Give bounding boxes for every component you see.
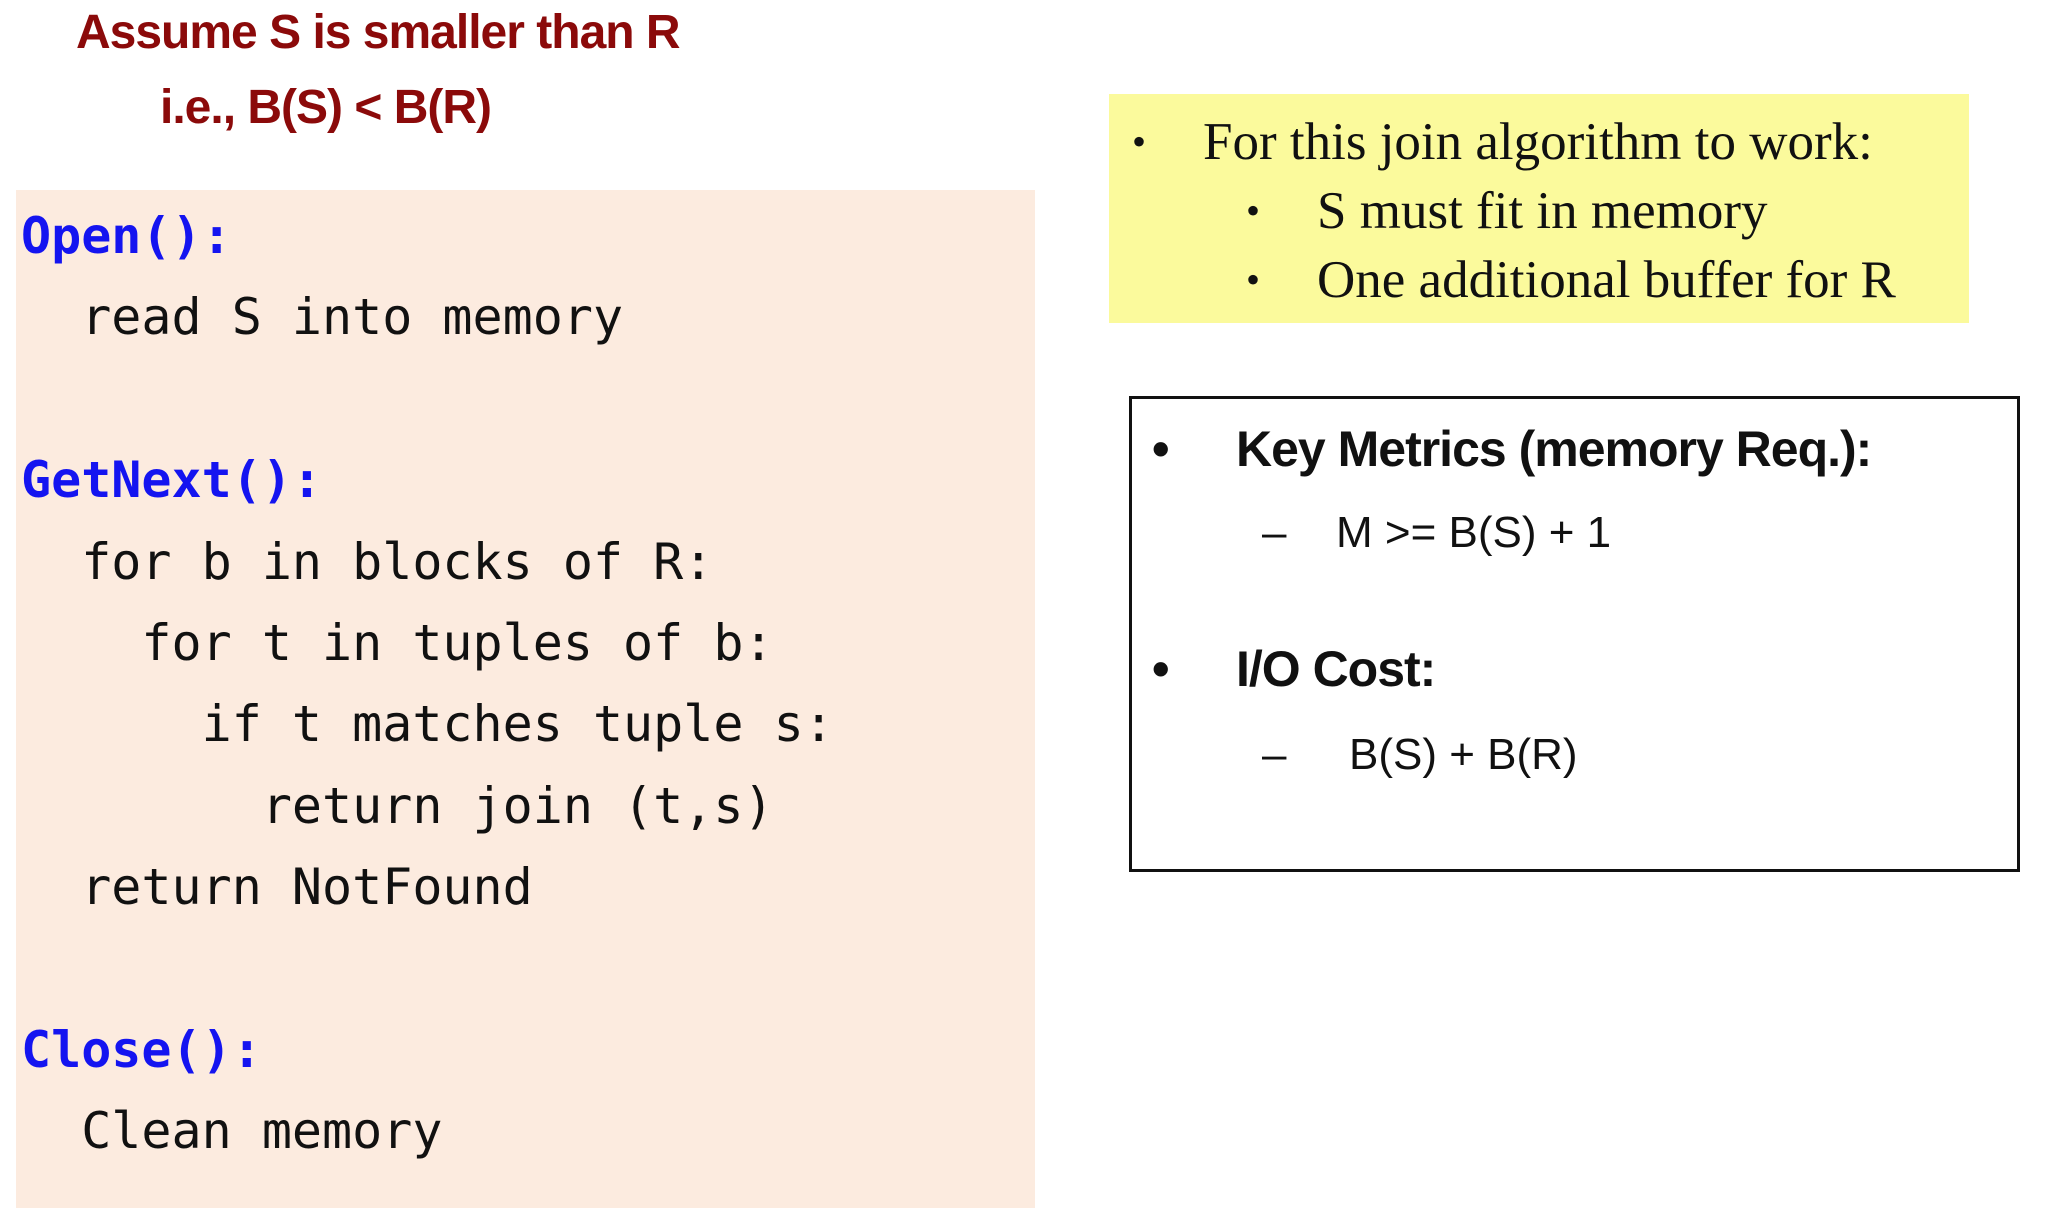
- bullet-icon: •: [1152, 641, 1169, 697]
- code-line: for t in tuples of b:: [21, 613, 774, 672]
- close-function-label: Close():: [21, 1020, 262, 1079]
- dash-icon: –: [1262, 508, 1287, 557]
- requirements-main: For this join algorithm to work:: [1203, 113, 1873, 171]
- requirements-note: [1109, 94, 1969, 323]
- heading-line-2: i.e., B(S) < B(R): [160, 81, 492, 134]
- blank-line: [21, 929, 834, 1010]
- heading-line-1: Assume S is smaller than R: [76, 6, 681, 59]
- bullet-icon: •: [1132, 119, 1147, 164]
- code-line: for b in blocks of R:: [21, 532, 714, 591]
- bullet-icon: •: [1246, 257, 1261, 302]
- blank-line: [21, 359, 834, 440]
- io-cost-value: B(S) + B(R): [1349, 730, 1578, 779]
- dash-icon: –: [1262, 730, 1287, 779]
- code-line: Clean memory: [21, 1102, 443, 1161]
- requirement-item: S must fit in memory: [1317, 182, 1768, 240]
- bullet-icon: •: [1152, 421, 1169, 477]
- open-function-label: Open():: [21, 207, 232, 265]
- requirement-item: One additional buffer for R: [1317, 251, 1896, 309]
- pseudocode-panel: [16, 190, 1035, 1208]
- getnext-function-label: GetNext():: [21, 451, 323, 510]
- code-line: read S into memory: [21, 288, 624, 347]
- code-line: return NotFound: [21, 858, 533, 917]
- code-line: if t matches tuple s:: [21, 695, 834, 754]
- memory-metric-value: M >= B(S) + 1: [1336, 508, 1612, 557]
- bullet-icon: •: [1246, 188, 1261, 233]
- metrics-box: [1129, 396, 2020, 872]
- code-line: return join (t,s): [21, 776, 774, 835]
- memory-metric-title: Key Metrics (memory Req.):: [1236, 421, 1872, 477]
- io-cost-title: I/O Cost:: [1236, 641, 1436, 697]
